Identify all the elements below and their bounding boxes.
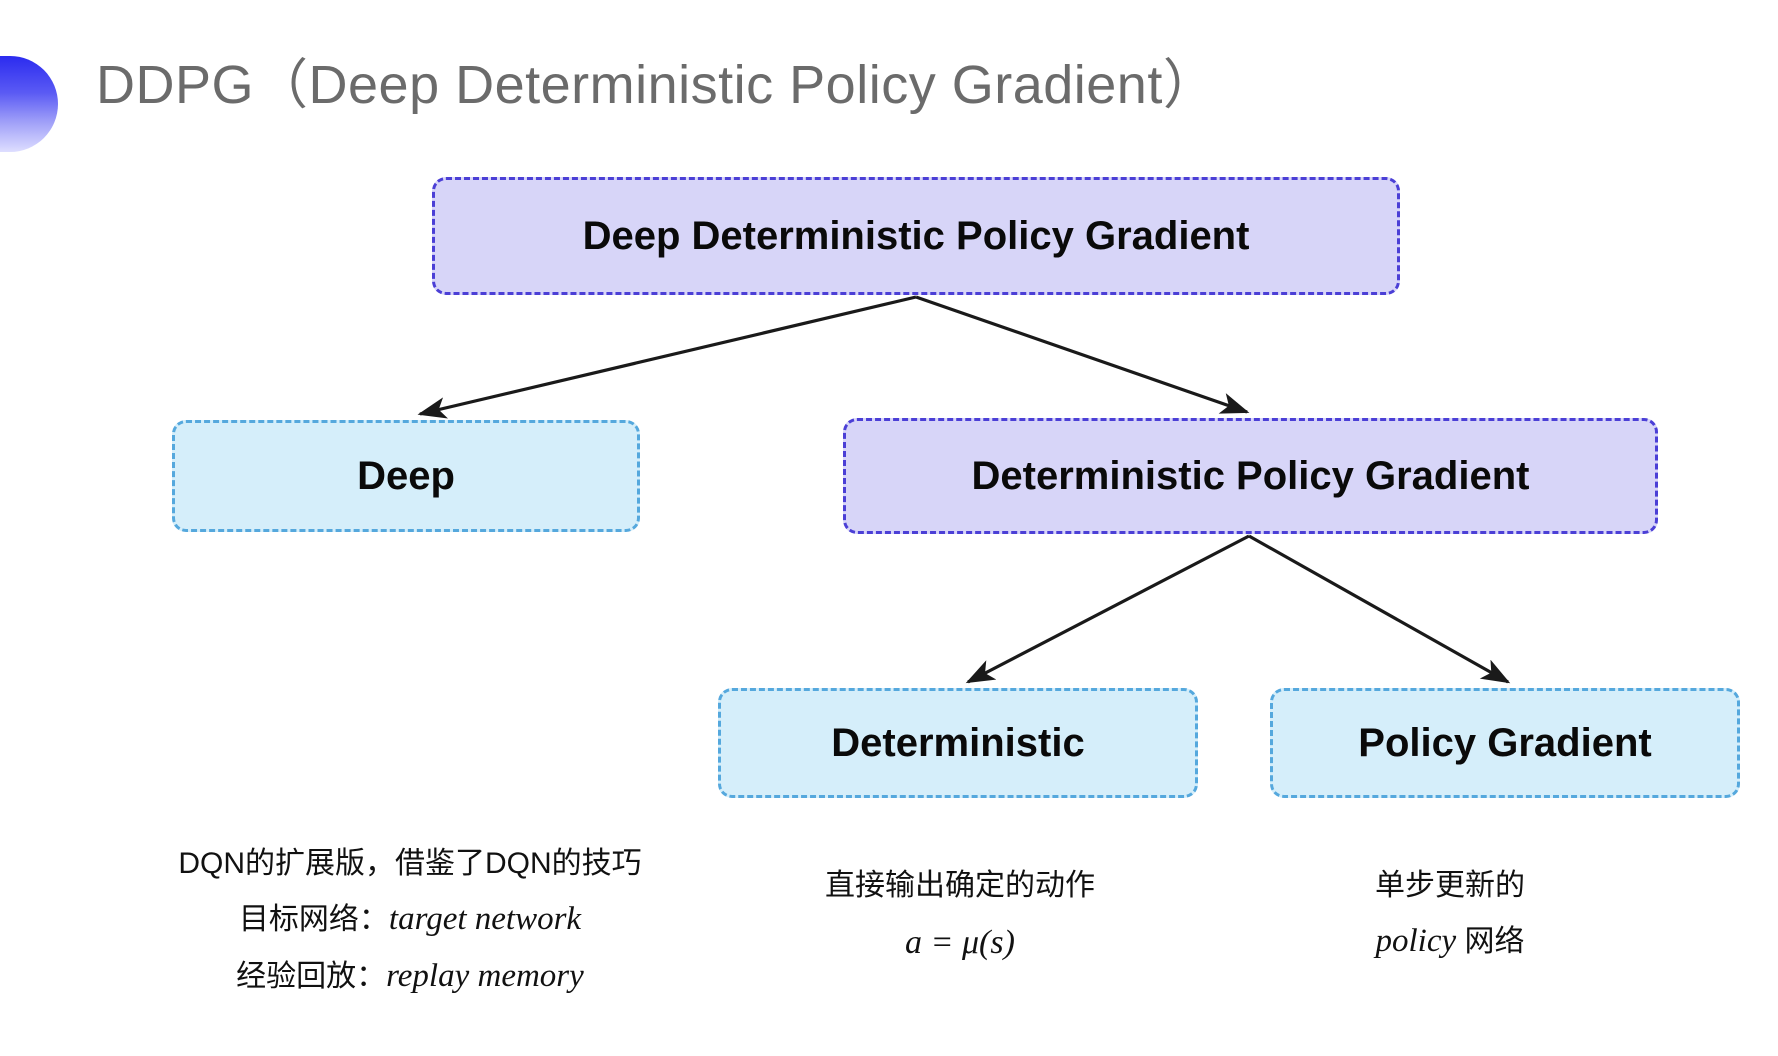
node-label: Deterministic: [831, 721, 1085, 765]
annotation-policy-gradient-term: policy: [1375, 922, 1457, 959]
node-label: Deep: [357, 454, 455, 498]
node-label: Deep Deterministic Policy Gradient: [582, 214, 1250, 258]
edge-root-to-dpg: [915, 295, 1250, 414]
annotation-deterministic-formula: a = μ(s): [905, 923, 1015, 961]
annotation-policy-gradient: 单步更新的 policy 网络: [1285, 860, 1615, 970]
node-deterministic[interactable]: Deterministic: [718, 688, 1198, 798]
edge-root-to-deep: [417, 295, 917, 419]
annotation-deterministic-line1: 直接输出确定的动作: [825, 869, 1095, 902]
node-deep-deterministic-policy-gradient[interactable]: Deep Deterministic Policy Gradient: [432, 177, 1400, 295]
node-label: Deterministic Policy Gradient: [971, 454, 1530, 498]
annotation-deterministic: 直接输出确定的动作 a = μ(s): [760, 860, 1160, 972]
annotation-deep-line3: 经验回放：replay memory: [150, 948, 670, 1006]
annotation-deep-line3-term: replay memory: [386, 958, 584, 995]
node-label: Policy Gradient: [1358, 721, 1652, 765]
annotation-deep-line2-term: target network: [388, 900, 582, 937]
annotation-deep-line2-label: 目标网络：: [238, 902, 389, 936]
node-policy-gradient[interactable]: Policy Gradient: [1270, 688, 1740, 798]
node-deterministic-policy-gradient[interactable]: Deterministic Policy Gradient: [843, 418, 1658, 534]
annotation-policy-gradient-line1: 单步更新的: [1375, 869, 1525, 902]
node-deep[interactable]: Deep: [172, 420, 640, 532]
annotation-policy-gradient-suffix: 网络: [1456, 924, 1525, 958]
edge-dpg-to-deterministic: [965, 534, 1250, 684]
annotation-deep-line1: DQN的扩展版，借鉴了DQN的技巧: [178, 847, 642, 880]
edge-dpg-to-policy-gradient: [1248, 534, 1511, 684]
annotation-deep-line3-label: 经验回放：: [236, 960, 387, 994]
annotation-policy-gradient-line2: policy 网络: [1285, 913, 1615, 971]
half-circle-gradient-icon: [0, 56, 58, 152]
annotation-deep-line2: 目标网络：target network: [150, 891, 670, 949]
annotation-deep: DQN的扩展版，借鉴了DQN的技巧 目标网络：target network 经验…: [150, 838, 670, 1006]
page-title: DDPG（Deep Deterministic Policy Gradient）: [96, 55, 1218, 115]
